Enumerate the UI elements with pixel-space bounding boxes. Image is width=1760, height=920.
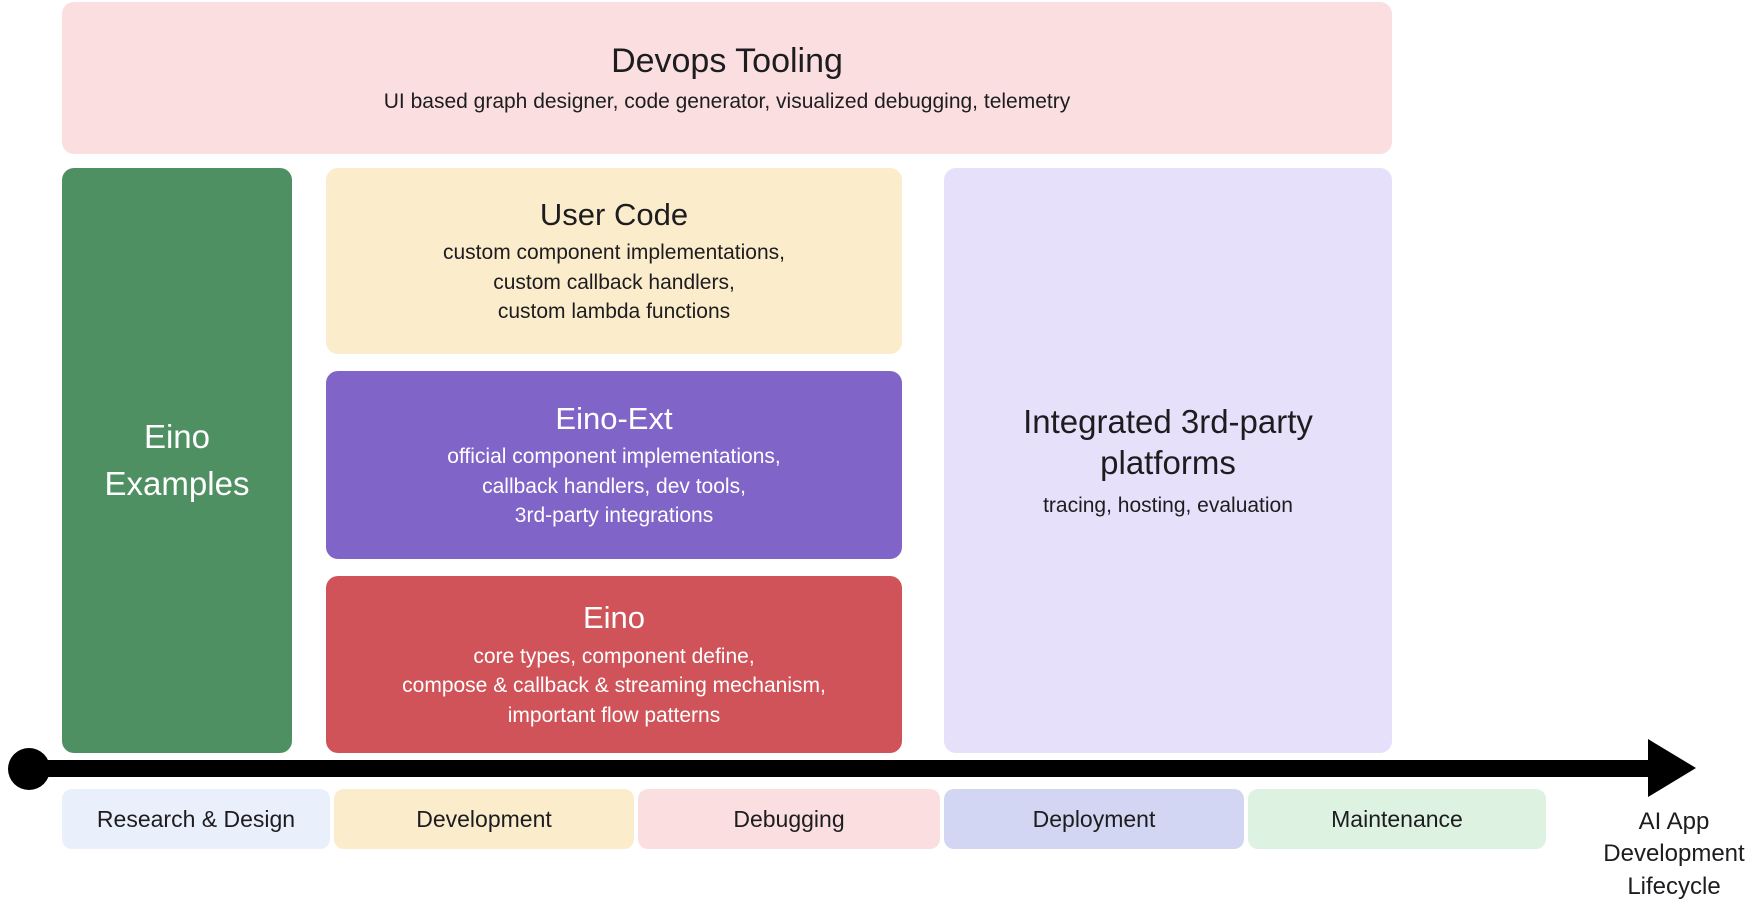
devops-tooling-title: Devops Tooling <box>611 41 843 80</box>
eino-description: core types, component define, compose & … <box>402 644 826 727</box>
lifecycle-stage-chip: Deployment <box>944 789 1244 849</box>
eino-title: Eino <box>582 600 646 636</box>
devops-tooling-banner: Devops Tooling UI based graph designer, … <box>62 2 1392 154</box>
lifecycle-stage-chip: Research & Design <box>62 789 330 849</box>
eino-ext-description: official component implementations, call… <box>447 445 781 528</box>
stack-column: User Code custom component implementatio… <box>326 168 902 753</box>
eino-examples-card: Eino Examples <box>62 168 292 753</box>
user-code-title: User Code <box>539 196 689 232</box>
eino-ext-title: Eino-Ext <box>555 400 673 436</box>
eino-ext-card: Eino-Ext official component implementati… <box>326 371 902 559</box>
eino-examples-label: Eino Examples <box>104 418 250 502</box>
lifecycle-arrow-icon <box>1648 739 1696 797</box>
devops-tooling-subtitle: UI based graph designer, code generator,… <box>383 89 1071 113</box>
lifecycle-stage-chip: Development <box>334 789 634 849</box>
lifecycle-caption: AI App Development Lifecycle <box>1603 808 1745 900</box>
user-code-description: custom component implementations, custom… <box>443 241 785 324</box>
user-code-card: User Code custom component implementatio… <box>326 168 902 354</box>
third-party-platforms-card: Integrated 3rd-party platforms tracing, … <box>944 168 1392 753</box>
third-party-platforms-title: Integrated 3rd-party platforms <box>1023 403 1313 482</box>
lifecycle-stage-chip: Debugging <box>638 789 940 849</box>
eino-card: Eino core types, component define, compo… <box>326 576 902 753</box>
lifecycle-axis-line <box>28 760 1668 777</box>
third-party-platforms-subtitle: tracing, hosting, evaluation <box>1043 493 1293 517</box>
lifecycle-stage-chip: Maintenance <box>1248 789 1546 849</box>
